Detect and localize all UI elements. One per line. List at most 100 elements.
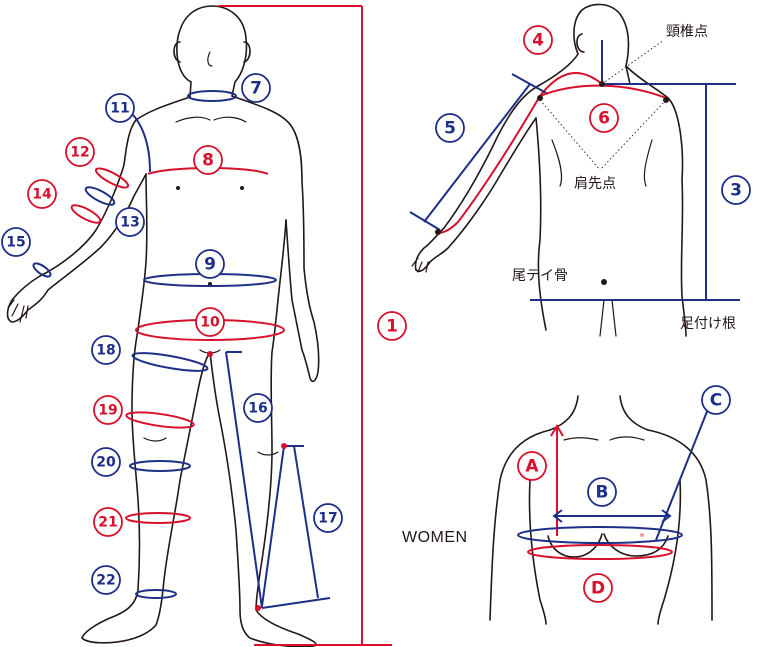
label-women: WOMEN xyxy=(402,529,468,546)
badge-19-circle xyxy=(93,395,123,425)
women-neck-left xyxy=(549,395,579,431)
neck-circumference xyxy=(187,90,237,102)
badge-c-label: C xyxy=(710,391,722,411)
badge-8: 8 xyxy=(193,145,223,175)
front-ear-left xyxy=(173,41,181,63)
badge-21: 21 xyxy=(93,507,123,537)
shoulder-point-left xyxy=(537,95,543,101)
knee-point xyxy=(281,443,287,449)
sleeve-length-line xyxy=(437,71,603,234)
back-fingers xyxy=(411,257,429,273)
badge-13-circle xyxy=(115,207,145,237)
knee-to-ankle xyxy=(261,445,285,607)
badge-3: 3 xyxy=(721,175,751,205)
back-waist-lines xyxy=(599,299,617,337)
front-nipple-left xyxy=(176,186,180,190)
badge-19-label: 19 xyxy=(98,403,117,419)
badge-4-label: 4 xyxy=(532,31,544,51)
bust-circumference xyxy=(517,526,683,544)
badge-10-circle xyxy=(195,307,225,337)
front-torso-left xyxy=(81,173,211,644)
front-nipple-right xyxy=(240,186,244,190)
badge-10-label: 10 xyxy=(200,315,220,331)
badge-19: 19 xyxy=(93,395,123,425)
badge-11-circle xyxy=(105,93,135,123)
front-ear-right xyxy=(243,41,251,63)
front-left-fingers xyxy=(7,299,29,323)
women-right-side xyxy=(647,429,713,621)
badge-20-circle xyxy=(91,447,121,477)
front-body-figure xyxy=(6,5,320,647)
badge-15: 15 xyxy=(1,227,31,257)
badge-b: B xyxy=(587,477,617,507)
badge-5: 5 xyxy=(435,113,465,143)
badge-4-circle xyxy=(523,25,553,55)
front-chest-line xyxy=(175,116,247,123)
badge-5-label: 5 xyxy=(444,119,456,139)
front-right-arm xyxy=(231,95,320,383)
badge-16-label: 16 xyxy=(248,401,267,417)
thigh-circumference xyxy=(131,352,209,372)
arm-length-bottom xyxy=(409,211,441,231)
badge-18: 18 xyxy=(91,335,121,365)
badge-9-circle xyxy=(195,249,225,279)
badge-18-circle xyxy=(91,335,121,365)
label-cervical-point: 頸椎点 xyxy=(666,24,708,40)
shoulder-width-line xyxy=(539,84,667,99)
badge-15-circle xyxy=(1,227,31,257)
badge-12-label: 12 xyxy=(70,145,89,161)
ankle-base xyxy=(261,597,331,609)
cervical-point xyxy=(599,81,605,87)
calf-circumference xyxy=(125,512,191,524)
badge-14-label: 14 xyxy=(32,187,52,203)
wrist-circumference xyxy=(32,262,52,278)
badge-7-label: 7 xyxy=(250,79,262,99)
badge-6-circle xyxy=(589,103,619,133)
back-dotted-3 xyxy=(601,39,665,85)
back-shoulder-blades xyxy=(551,139,653,187)
back-ear xyxy=(576,33,585,53)
badge-d-label: D xyxy=(591,579,605,599)
badge-22-label: 22 xyxy=(96,573,115,589)
front-knee-right xyxy=(257,451,279,456)
badge-14: 14 xyxy=(27,179,57,209)
inseam-line xyxy=(225,351,263,609)
badge-7-circle xyxy=(241,73,271,103)
elbow-circumference xyxy=(84,186,116,206)
badge-17-label: 17 xyxy=(318,511,337,527)
women-left-side xyxy=(489,429,551,621)
women-collarbone xyxy=(563,436,645,441)
badge-c-circle xyxy=(701,385,731,415)
ankle-point xyxy=(255,605,261,611)
knee-to-ankle-outer xyxy=(293,445,319,599)
badge-21-label: 21 xyxy=(98,515,117,531)
badge-20-label: 20 xyxy=(96,455,116,471)
back-arm xyxy=(414,85,539,273)
badge-13-label: 13 xyxy=(120,215,139,231)
badge-16-circle xyxy=(243,393,273,423)
shoulder-arm-line xyxy=(127,109,151,173)
label-shoulder-point: 肩先点 xyxy=(574,176,616,192)
badge-22-circle xyxy=(91,565,121,595)
wrist-point xyxy=(435,229,441,235)
underbust-circumference xyxy=(527,544,673,560)
shoulder-point-right xyxy=(663,97,669,103)
back-dotted-1 xyxy=(539,99,601,171)
tailbone-point xyxy=(601,279,607,285)
badge-22: 22 xyxy=(91,565,121,595)
front-head xyxy=(176,5,248,97)
badge-8-circle xyxy=(193,145,223,175)
badge-14-circle xyxy=(27,179,57,209)
badge-21-circle xyxy=(93,507,123,537)
women-inner-right xyxy=(657,479,682,625)
knee-circumference xyxy=(129,460,191,472)
badge-8-label: 8 xyxy=(202,151,214,171)
women-nipple xyxy=(640,533,644,537)
arm-length-top xyxy=(511,73,549,95)
badge-12-circle xyxy=(65,137,95,167)
badge-13: 13 xyxy=(115,207,145,237)
badge-17: 17 xyxy=(313,503,343,533)
badge-1-label: 1 xyxy=(386,317,398,337)
women-neck-right xyxy=(619,395,649,431)
